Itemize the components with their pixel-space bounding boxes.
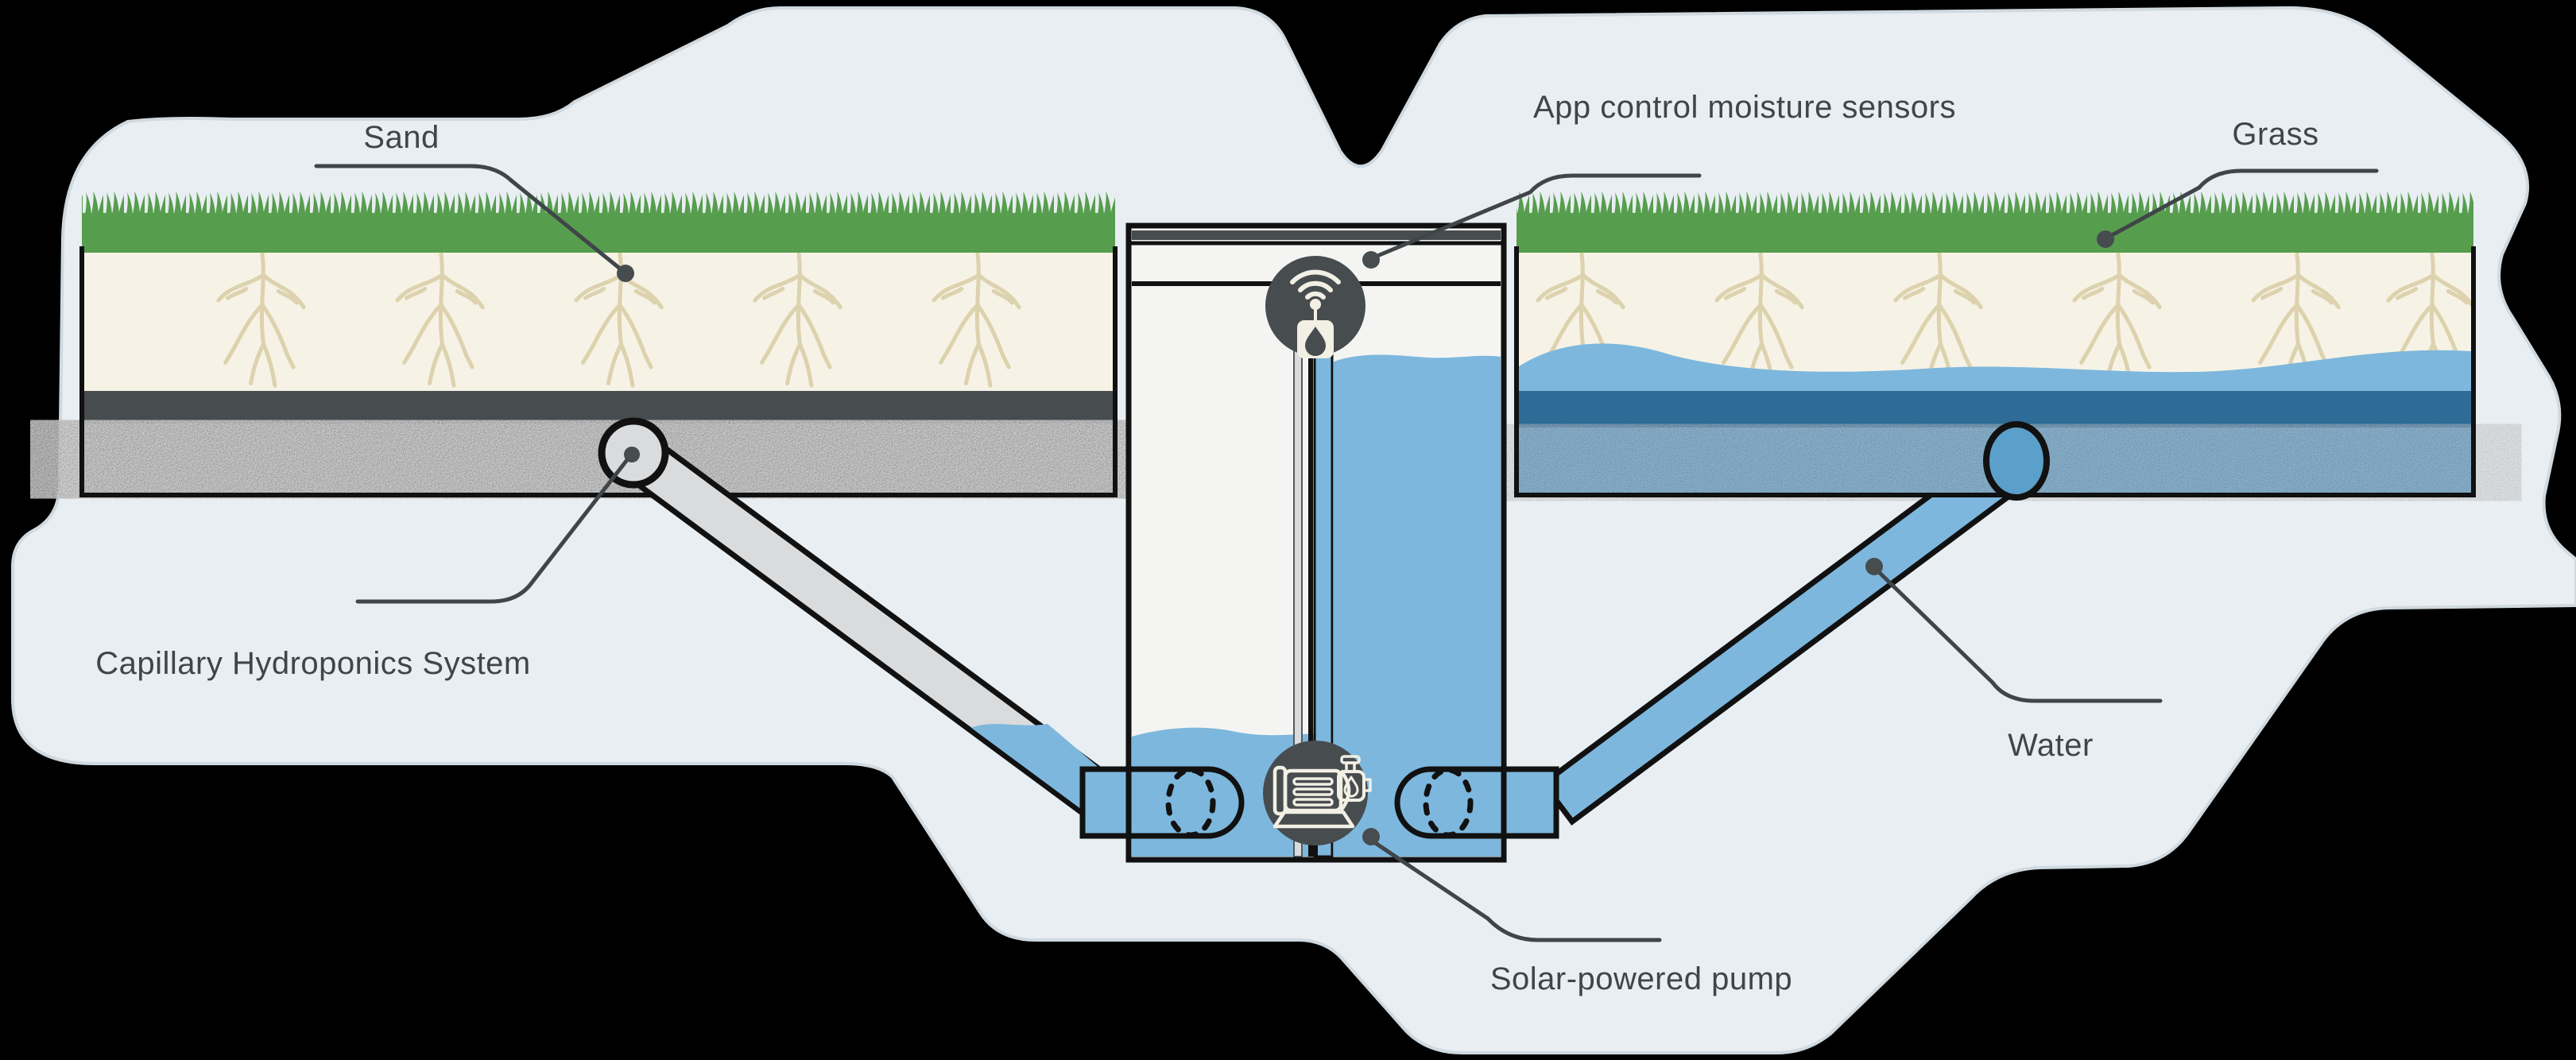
water-pump-icon [1263, 741, 1372, 845]
sand-leader-line [314, 164, 622, 271]
capillary-water-layer [1517, 343, 2473, 394]
grass-label: Grass [2232, 117, 2318, 152]
sensors-leader-line [1375, 173, 1702, 258]
pump-leader-line [1372, 840, 1662, 942]
capillary-leader-line [355, 458, 629, 604]
capillary-label: Capillary Hydroponics System [95, 646, 531, 681]
sand-bed [79, 192, 1118, 497]
deep-water-layer [1517, 391, 2473, 427]
tank-shell [1125, 222, 1507, 863]
tank-water-right [1334, 354, 1501, 857]
water-leader-line [1878, 571, 2163, 703]
sand-label: Sand [363, 120, 439, 155]
sand-grass-band [82, 213, 1115, 253]
sand-grass-blades [82, 192, 1115, 216]
wifi-moisture-sensor-icon [1265, 256, 1365, 358]
liner-layer [82, 391, 1115, 424]
intake-stub-right [1394, 766, 1559, 839]
sensors-label: App control moisture sensors [1533, 90, 1956, 125]
tank-lid [1132, 230, 1501, 240]
intake-stub-left-opening [1165, 767, 1216, 838]
sand-soil-layer [82, 251, 1115, 391]
water-label: Water [2008, 728, 2094, 763]
sensor-riser-column [1293, 340, 1334, 858]
annotations: Sand App control moisture sensors Grass … [95, 90, 2379, 996]
intake-stub-left [1079, 766, 1245, 839]
intake-stub-right-opening [1423, 767, 1474, 838]
gravel-gray-texture [82, 424, 1115, 495]
pipe-opening-left-dot [624, 447, 640, 462]
pump-label: Solar-powered pump [1490, 961, 1792, 996]
water-leader-dot [1865, 558, 1883, 575]
sensors-leader-dot [1362, 251, 1380, 269]
sand-leader-dot [617, 265, 634, 282]
pump-leader-dot [1362, 828, 1380, 845]
grass-grass-blades [1517, 192, 2473, 216]
grass-bed-border [1514, 246, 2476, 497]
grass-leader-line [2109, 168, 2379, 238]
pipe-opening-right [1983, 421, 2050, 501]
grass-grass-band [1517, 213, 2473, 253]
grass-leader-dot [2097, 230, 2114, 248]
